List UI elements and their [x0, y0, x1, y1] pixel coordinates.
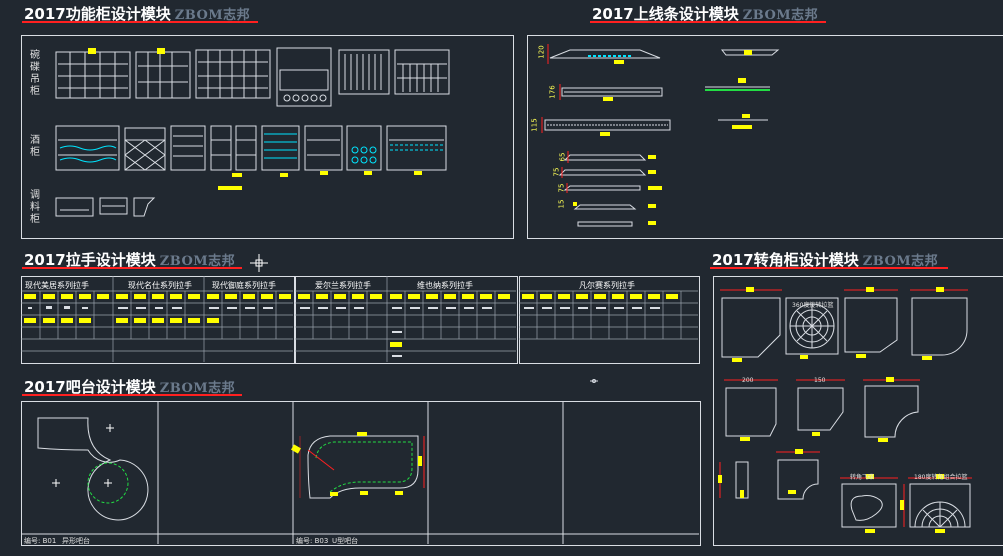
trim-profile-4[interactable] — [573, 204, 637, 210]
corner-unit-lazy-susan[interactable] — [785, 297, 839, 355]
watermark-logo: ZBOM志邦 — [174, 8, 251, 23]
corner-unit-9[interactable] — [777, 459, 819, 500]
corner-unit-3[interactable] — [844, 297, 898, 353]
trim-profile-5[interactable] — [577, 221, 633, 227]
crown-molding-profile-3[interactable] — [544, 119, 671, 131]
corner-code-tags — [718, 287, 945, 533]
title-underline — [22, 267, 242, 269]
corner-180-basket[interactable] — [909, 483, 971, 528]
handle-series-header: 爱尔兰系列拉手 — [315, 281, 371, 290]
irregular-bar-counter[interactable] — [37, 417, 149, 521]
watermark-logo: ZBOM志邦 — [862, 254, 939, 269]
handle-table-left — [21, 276, 295, 364]
watermark-logo: ZBOM志邦 — [159, 254, 236, 269]
wine-cabinet-block-3[interactable] — [170, 125, 206, 171]
corner-spin-basket-label: 360度旋转拉篮 — [792, 302, 834, 309]
dish-cabinet-block-4[interactable] — [276, 47, 332, 107]
dish-cabinet-block-5[interactable] — [338, 49, 390, 95]
corner-unit-5[interactable] — [725, 387, 777, 437]
corner-dim-label: 150 — [814, 377, 826, 384]
wine-cabinet-block-2[interactable] — [124, 127, 166, 171]
spice-cabinet-block-2[interactable] — [99, 197, 128, 215]
trim-profile-1[interactable] — [563, 154, 647, 161]
topline-panel — [527, 35, 1003, 239]
wine-cabinet-block-5[interactable] — [261, 125, 300, 171]
dish-cabinet-block-1[interactable] — [55, 51, 131, 99]
wine-cabinet-block-6[interactable] — [304, 125, 343, 171]
handle-table-right — [519, 276, 700, 364]
wine-cabinet-block-1[interactable] — [55, 125, 120, 171]
spice-cabinet-block-3[interactable] — [133, 197, 156, 217]
handle-table-middle — [295, 276, 518, 364]
corner-unit-6[interactable] — [797, 387, 844, 431]
title-underline — [22, 21, 258, 23]
bar-model-name: U型吧台 — [332, 537, 359, 545]
u-shaped-bar-counter[interactable] — [307, 435, 419, 499]
handle-code-tags — [24, 294, 678, 347]
dish-cabinet-block-2[interactable] — [135, 51, 191, 99]
dish-cabinet-block-6[interactable] — [394, 49, 450, 95]
crown-molding-profile-2[interactable] — [561, 87, 663, 97]
watermark-logo: ZBOM志邦 — [159, 381, 236, 396]
corner-unit-4[interactable] — [911, 297, 968, 356]
handle-series-header: 维也纳系列拉手 — [417, 281, 473, 290]
handle-series-header: 现代名仕系列拉手 — [128, 281, 192, 290]
bar-counter-panel — [21, 401, 701, 546]
functional-cabinet-panel — [21, 35, 514, 239]
corner-flying-saucer[interactable] — [841, 483, 897, 528]
category-label-spice-cabinet: 调料柜 — [30, 190, 40, 225]
corner-unit-8[interactable] — [735, 461, 749, 499]
wine-cabinet-block-7[interactable] — [346, 125, 382, 171]
bar-model-number: 编号: B01 — [24, 537, 57, 545]
category-label-wine-cabinet: 酒柜 — [30, 135, 40, 158]
wine-cabinet-block-8[interactable] — [386, 125, 447, 171]
crown-molding-profile-1[interactable] — [549, 49, 661, 59]
handle-series-header: 凡尔赛系列拉手 — [579, 281, 635, 290]
corner-unit-1[interactable] — [721, 297, 781, 358]
light-line-profile-1[interactable] — [720, 49, 780, 56]
handle-series-header: 现代美居系列拉手 — [25, 281, 89, 290]
wine-cabinet-block-4[interactable] — [210, 125, 257, 171]
title-underline — [590, 21, 826, 23]
watermark-logo: ZBOM志邦 — [742, 8, 819, 23]
dish-cabinet-block-3[interactable] — [195, 49, 271, 99]
spice-cabinet-block-1[interactable] — [55, 197, 94, 217]
corner-flying-saucer-label: 转角飞碟 — [850, 474, 875, 481]
category-label-dish-cabinet: 碗碟吊柜 — [30, 50, 40, 97]
corner-cabinet-panel — [713, 276, 1003, 546]
corner-unit-7[interactable] — [864, 385, 919, 438]
handle-series-header: 现代御庭系列拉手 — [212, 281, 276, 290]
title-underline — [22, 394, 242, 396]
bar-model-name: 异形吧台 — [62, 537, 90, 545]
bar-model-number: 编号: B03 — [296, 537, 329, 545]
title-underline — [710, 267, 948, 269]
corner-180-basket-label: 180度转角组合拉篮 — [914, 474, 968, 481]
corner-dim-label: 200 — [742, 377, 754, 384]
